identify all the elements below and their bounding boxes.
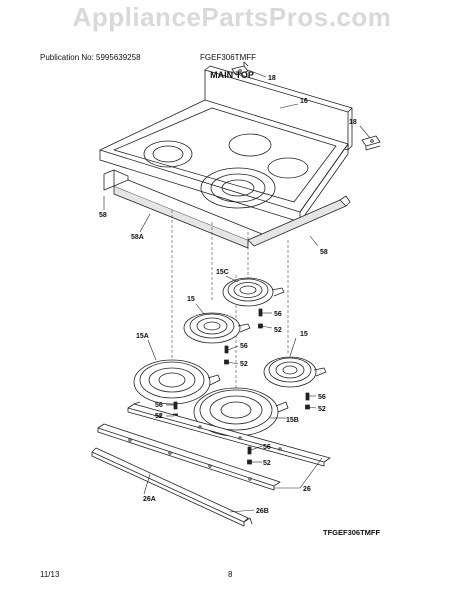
trim-strip [91,447,253,527]
callout-56-a: 56 [274,311,282,318]
callout-52-b: 52 [240,361,248,368]
callout-58-right: 58 [320,249,328,256]
callout-26: 26 [303,486,311,493]
burner-element-15a [133,359,221,405]
callout-56-e: 56 [263,444,271,451]
publication-number: Publication No: 5995639258 [40,53,141,62]
figure-code: TFGEF306TMFF [323,528,381,537]
callout-15c: 15C [216,269,229,276]
callout-58a: 58A [131,234,144,241]
callout-56-d: 56 [155,402,163,409]
gasket-strips [103,169,351,249]
callout-52-d: 52 [155,413,163,420]
callout-26b: 26B [256,508,269,515]
callout-26a: 26A [143,496,156,503]
hinge-bracket-right [361,135,381,151]
section-title: MAIN TOP [210,70,254,80]
callout-15-left: 15 [187,296,195,303]
burner-element-15-left [183,312,251,344]
hinge-bracket-left [231,61,249,76]
callout-56-b: 56 [240,343,248,350]
callout-58-left: 58 [99,212,107,219]
support-rail-upper [127,401,331,467]
callout-56-c: 56 [318,394,326,401]
leader-lines [103,69,371,513]
callout-18-right: 18 [349,119,357,126]
callout-52-a: 52 [274,327,282,334]
callout-52-c: 52 [318,406,326,413]
callout-18-left: 18 [268,75,276,82]
page-number: 8 [228,570,233,579]
burner-element-15c [222,277,285,307]
callout-15a: 15A [136,333,149,340]
watermark: AppliancePartsPros.com [72,2,392,32]
model-number: FGEF306TMFF [200,53,257,62]
burner-element-15-right [263,356,327,388]
callout-labels: 18 16 18 58 58A 58 15C 15 56 52 56 52 15… [99,75,381,537]
callout-15b: 15B [286,417,299,424]
callout-52-e: 52 [263,460,271,467]
callout-15-right: 15 [300,331,308,338]
footer-date: 11/13 [40,570,60,579]
callout-16: 16 [300,98,308,105]
